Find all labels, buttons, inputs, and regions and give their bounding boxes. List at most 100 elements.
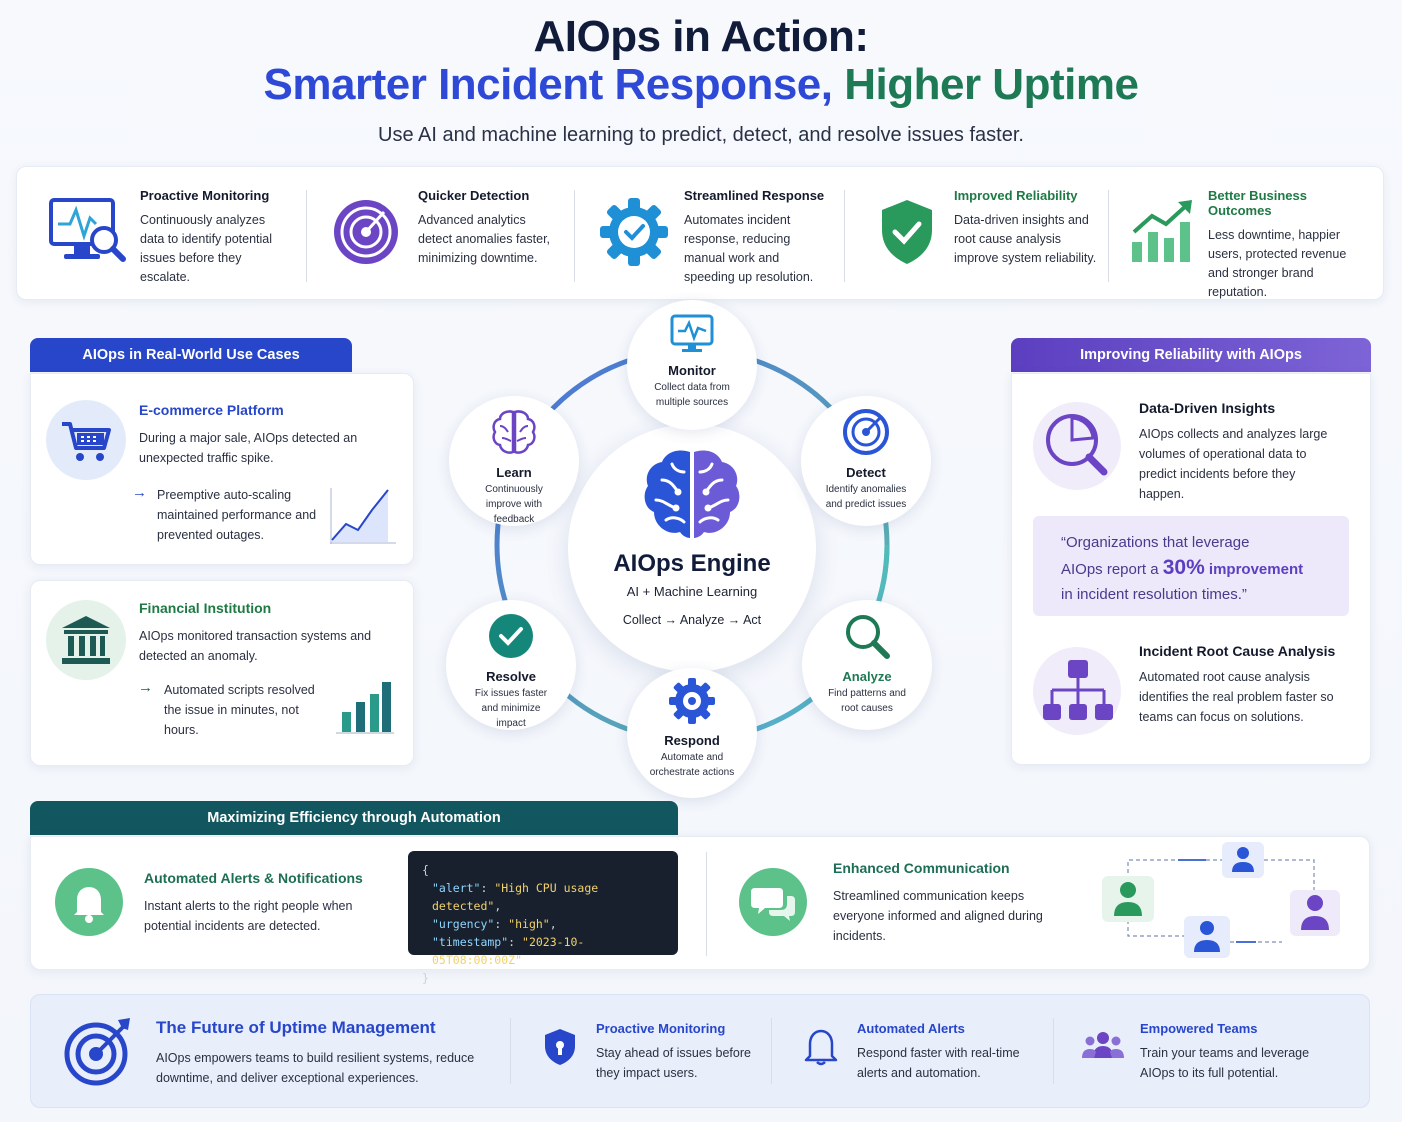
stat-quote: “Organizations that leverage AIOps repor… — [1061, 530, 1341, 607]
future-item-3: Empowered Teams Train your teams and lev… — [1140, 1021, 1330, 1083]
benefit-3: Streamlined Response Automates incident … — [684, 188, 829, 287]
engine-flow: Collect → Analyze → Act — [568, 613, 816, 627]
node-respond: Respond Automate and orchestrate actions — [627, 668, 757, 798]
benefit-5: Better Business Outcomes Less downtime, … — [1208, 188, 1368, 302]
node-title: Learn — [496, 465, 532, 480]
comm-desc: Streamlined communication keeps everyone… — [833, 889, 1043, 943]
node-detect: Detect Identify anomalies and predict is… — [801, 396, 931, 526]
quote-line-2: AIOps report a 30% improvement — [1061, 555, 1341, 582]
divider — [844, 190, 845, 282]
node-monitor: Monitor Collect data from multiple sourc… — [627, 300, 757, 430]
use-case-result: Preemptive auto-scaling maintained perfo… — [157, 488, 317, 542]
use-case-1-text: E-commerce Platform During a major sale,… — [139, 402, 364, 468]
benefit-desc: Less downtime, happier users, protected … — [1208, 228, 1347, 299]
code-line: "urgency": "high", — [432, 917, 557, 931]
insights-title: Data-Driven Insights — [1139, 400, 1276, 416]
team-icon — [1082, 1030, 1124, 1062]
future-item-desc: Respond faster with real-time alerts and… — [857, 1046, 1020, 1080]
arrow-right-icon: → — [727, 613, 741, 627]
title-part-b: Higher Uptime — [844, 60, 1139, 109]
shield-lock-icon — [544, 1028, 576, 1066]
use-case-title: Financial Institution — [139, 600, 272, 616]
code-brace: } — [422, 971, 429, 985]
bar-chart-icon — [334, 676, 394, 734]
title-line-1: AIOps in Action: — [533, 12, 869, 61]
code-brace: { — [422, 863, 429, 877]
future-item-desc: Train your teams and leverage AIOps to i… — [1140, 1046, 1310, 1080]
gear-icon — [627, 678, 757, 729]
future-panel — [30, 994, 1370, 1108]
node-analyze: Analyze Find patterns and root causes — [802, 600, 932, 730]
brain-outline-icon — [449, 408, 579, 461]
future-item-title: Proactive Monitoring — [596, 1021, 726, 1036]
comm-text: Enhanced Communication Streamlined commu… — [833, 860, 1053, 946]
quote-highlight: improvement — [1208, 561, 1304, 578]
use-case-title: E-commerce Platform — [139, 402, 284, 418]
node-desc: Fix issues faster and minimize impact — [474, 688, 548, 729]
node-learn: Learn Continuously improve with feedback — [449, 396, 579, 526]
node-desc: Automate and orchestrate actions — [649, 752, 735, 778]
node-title: Analyze — [842, 669, 892, 684]
target-arrow-icon — [64, 1016, 134, 1086]
growth-chart-icon — [1130, 198, 1194, 264]
divider — [1053, 1018, 1054, 1084]
benefit-desc: Advanced analytics detect anomalies fast… — [418, 213, 551, 265]
node-resolve: Resolve Fix issues faster and minimize i… — [446, 600, 576, 730]
pie-magnifier-icon — [1032, 400, 1122, 492]
alerts-title: Automated Alerts & Notifications — [144, 870, 363, 886]
future-item-2: Automated Alerts Respond faster with rea… — [857, 1021, 1037, 1083]
node-title: Detect — [846, 465, 886, 480]
shield-check-icon — [880, 198, 934, 266]
engine-subtitle: AI + Machine Learning — [626, 584, 758, 599]
radar-icon — [801, 408, 931, 461]
insights-desc: AIOps collects and analyzes large volume… — [1139, 427, 1328, 501]
radar-target-icon — [332, 198, 400, 266]
future-item-title: Empowered Teams — [1140, 1021, 1258, 1036]
quote-line-1: “Organizations that leverage — [1061, 534, 1250, 551]
benefit-desc: Continuously analyzes data to identify p… — [140, 213, 273, 284]
arrow-right-icon: → — [138, 679, 153, 696]
bell-icon — [55, 868, 123, 936]
quote-percent: 30% — [1162, 556, 1205, 579]
hierarchy-icon — [1032, 646, 1122, 736]
bell-outline-icon — [804, 1026, 838, 1066]
alerts-desc: Instant alerts to the right people when … — [144, 899, 353, 933]
code-key: "timestamp" — [432, 935, 509, 949]
reliability-tab: Improving Reliability with AIOps — [1011, 338, 1371, 372]
chat-bubbles-icon — [739, 868, 807, 936]
benefit-title: Proactive Monitoring — [140, 188, 270, 203]
use-case-desc: AIOps monitored transaction systems and … — [139, 629, 372, 663]
comm-title: Enhanced Communication — [833, 860, 1010, 876]
node-desc: Find patterns and root causes — [828, 688, 906, 714]
arrow-right-icon: → — [132, 484, 147, 501]
rca-title: Incident Root Cause Analysis — [1139, 643, 1336, 659]
flow-step: Act — [743, 613, 762, 627]
divider — [706, 852, 707, 956]
code-key: "urgency" — [432, 917, 495, 931]
engine-title: AIOps Engine — [613, 550, 771, 577]
benefit-title: Quicker Detection — [418, 188, 530, 203]
magnifier-icon — [802, 612, 932, 665]
future-title: The Future of Uptime Management — [156, 1018, 436, 1037]
check-circle-icon — [446, 612, 576, 665]
future-item-1: Proactive Monitoring Stay ahead of issue… — [596, 1021, 756, 1083]
json-alert-code: { "alert": "High CPU usage detected", "u… — [408, 851, 678, 985]
gear-check-icon — [600, 198, 668, 266]
node-desc: Continuously improve with feedback — [485, 484, 543, 525]
code-key: "alert" — [432, 881, 481, 895]
bank-icon — [46, 600, 126, 680]
benefit-title: Better Business Outcomes — [1208, 188, 1307, 218]
alerts-text: Automated Alerts & Notifications Instant… — [144, 870, 384, 936]
trend-line-icon — [328, 484, 398, 546]
monitor-icon — [627, 314, 757, 359]
future-text: The Future of Uptime Management AIOps em… — [156, 1018, 496, 1088]
divider — [1108, 190, 1109, 282]
use-case-result: Automated scripts resolved the issue in … — [164, 683, 315, 737]
code-line: "alert": "High CPU usage detected", — [432, 881, 599, 913]
rca-desc: Automated root cause analysis identifies… — [1139, 670, 1334, 724]
monitor-magnifier-icon — [48, 196, 128, 266]
insights-text: Data-Driven Insights AIOps collects and … — [1139, 400, 1339, 504]
divider — [510, 1018, 511, 1084]
benefit-desc: Automates incident response, reducing ma… — [684, 213, 814, 284]
quote-mid: AIOps report a — [1061, 561, 1159, 578]
